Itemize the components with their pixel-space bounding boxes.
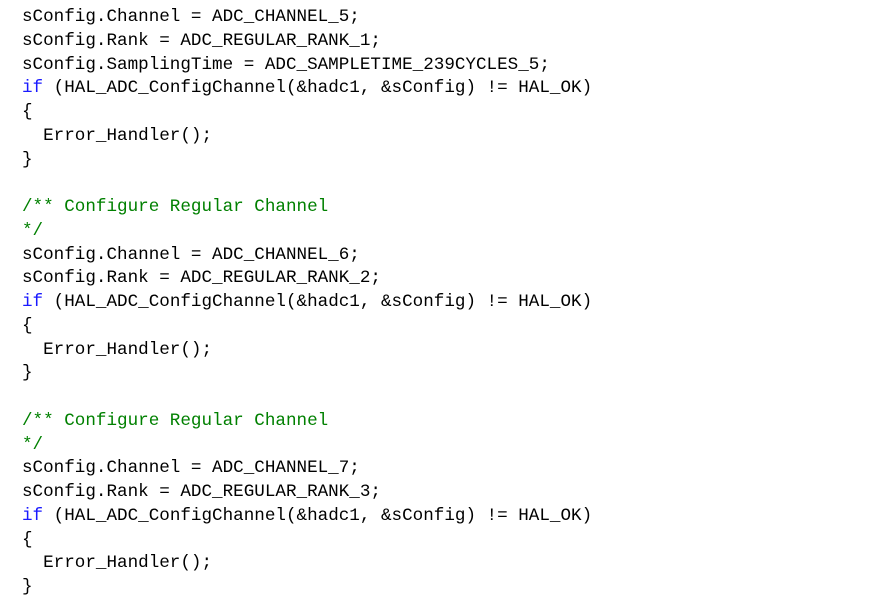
comment-text: */ bbox=[22, 220, 44, 241]
code-line: } bbox=[22, 576, 592, 600]
code-line: sConfig.Channel = ADC_CHANNEL_5; bbox=[22, 6, 592, 30]
code-line: */ bbox=[22, 434, 592, 458]
code-text: Error_Handler(); bbox=[22, 339, 213, 360]
code-text: (HAL_ADC_ConfigChannel(&hadc1, &sConfig)… bbox=[43, 292, 593, 312]
code-text: sConfig.Channel = ADC_CHANNEL_5; bbox=[22, 7, 360, 27]
code-text: sConfig.Channel = ADC_CHANNEL_6; bbox=[22, 244, 360, 265]
code-text: sConfig.Rank = ADC_REGULAR_RANK_3; bbox=[22, 482, 381, 502]
code-text: sConfig.Rank = ADC_REGULAR_RANK_2; bbox=[22, 268, 381, 289]
code-line: sConfig.Channel = ADC_CHANNEL_7; bbox=[22, 457, 592, 481]
keyword-token: if bbox=[22, 505, 44, 526]
code-line: if (HAL_ADC_ConfigChannel(&hadc1, &sConf… bbox=[22, 77, 592, 101]
code-text: sConfig.SamplingTime = ADC_SAMPLETIME_23… bbox=[22, 54, 550, 75]
code-line bbox=[22, 386, 592, 410]
code-line: { bbox=[22, 529, 592, 553]
code-line: /** Configure Regular Channel bbox=[22, 196, 592, 220]
code-text: } bbox=[22, 577, 33, 597]
code-line: /** Configure Regular Channel bbox=[22, 410, 592, 434]
code-line: sConfig.SamplingTime = ADC_SAMPLETIME_23… bbox=[22, 54, 592, 78]
code-line: if (HAL_ADC_ConfigChannel(&hadc1, &sConf… bbox=[22, 505, 592, 529]
comment-text: */ bbox=[22, 434, 44, 455]
code-text: (HAL_ADC_ConfigChannel(&hadc1, &sConfig)… bbox=[43, 78, 593, 99]
code-line: Error_Handler(); bbox=[22, 125, 592, 149]
keyword-token: if bbox=[22, 292, 44, 312]
code-line: sConfig.Channel = ADC_CHANNEL_6; bbox=[22, 244, 592, 268]
code-line: if (HAL_ADC_ConfigChannel(&hadc1, &sConf… bbox=[22, 291, 592, 315]
code-text: sConfig.Rank = ADC_REGULAR_RANK_1; bbox=[22, 30, 381, 51]
code-block: sConfig.Channel = ADC_CHANNEL_5; sConfig.… bbox=[22, 6, 592, 600]
keyword-token: if bbox=[22, 78, 44, 99]
code-text: Error_Handler(); bbox=[22, 125, 213, 146]
code-line: Error_Handler(); bbox=[22, 552, 592, 576]
code-line: { bbox=[22, 101, 592, 125]
code-line bbox=[22, 172, 592, 196]
code-line: sConfig.Rank = ADC_REGULAR_RANK_2; bbox=[22, 267, 592, 291]
code-text: Error_Handler(); bbox=[22, 553, 213, 574]
code-line: sConfig.Rank = ADC_REGULAR_RANK_1; bbox=[22, 30, 592, 54]
code-text: sConfig.Channel = ADC_CHANNEL_7; bbox=[22, 458, 360, 479]
code-text: } bbox=[22, 149, 33, 170]
code-text: { bbox=[22, 529, 33, 550]
comment-text: /** Configure Regular Channel bbox=[22, 197, 329, 217]
code-line: */ bbox=[22, 220, 592, 244]
code-line: { bbox=[22, 315, 592, 339]
code-line: } bbox=[22, 362, 592, 386]
code-line: } bbox=[22, 149, 592, 173]
code-text: { bbox=[22, 315, 33, 336]
code-line: sConfig.Rank = ADC_REGULAR_RANK_3; bbox=[22, 481, 592, 505]
code-text: (HAL_ADC_ConfigChannel(&hadc1, &sConfig)… bbox=[43, 505, 593, 526]
code-text: } bbox=[22, 363, 33, 384]
code-line: Error_Handler(); bbox=[22, 339, 592, 363]
code-text: { bbox=[22, 102, 33, 122]
comment-text: /** Configure Regular Channel bbox=[22, 410, 329, 431]
